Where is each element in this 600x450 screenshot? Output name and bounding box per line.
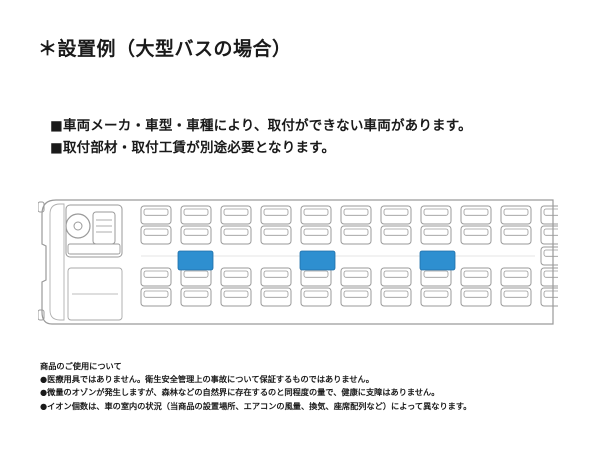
note-installation-cost: ■取付部材・取付工賃が別途必要となります。 — [50, 140, 336, 156]
steering-wheel — [65, 213, 91, 239]
seat — [180, 225, 212, 245]
seat — [420, 225, 452, 245]
usage-note-medical: ●医療用具ではありません。衛生安全管理上の事故について保証するものではありません… — [40, 374, 374, 385]
seat — [340, 225, 372, 245]
seat — [340, 267, 372, 287]
seat — [460, 225, 492, 245]
seat — [180, 205, 212, 225]
seat — [380, 225, 412, 245]
seat — [340, 287, 372, 307]
usage-notes-heading: 商品のご使用について — [40, 361, 122, 371]
seat — [420, 267, 452, 287]
seat — [540, 205, 564, 225]
seat — [500, 225, 532, 245]
seat — [380, 205, 412, 225]
seat — [300, 267, 332, 287]
seat — [340, 205, 372, 225]
seat — [540, 287, 564, 307]
usage-note-ozone: ●微量のオゾンが発生しますが、森林などの自然界に存在するのと同程度の量で、健康に… — [40, 387, 440, 398]
note-vehicle-restriction: ■車両メーカ・車型・車種により、取付ができない車両があります。 — [50, 118, 472, 134]
driver-cabin-box — [65, 204, 123, 258]
driver-area — [65, 204, 123, 258]
usage-notes: 商品のご使用について ●医療用具ではありません。衛生安全管理上の事故について保証… — [40, 360, 471, 413]
bus-layout-svg — [37, 199, 564, 325]
seat — [300, 287, 332, 307]
bus-body-outline — [41, 199, 554, 325]
seat — [140, 225, 172, 245]
driver-seat — [92, 211, 116, 245]
seat — [500, 287, 532, 307]
seat — [460, 287, 492, 307]
seat — [300, 225, 332, 245]
entrance-steps — [67, 267, 123, 321]
seat — [540, 267, 564, 287]
seat — [420, 205, 452, 225]
page-title: ＊設置例（大型バスの場合） — [38, 38, 292, 60]
seat — [260, 287, 292, 307]
bus-layout-diagram — [37, 196, 564, 331]
seat — [380, 287, 412, 307]
seat — [260, 225, 292, 245]
seat — [220, 267, 252, 287]
steering-hub — [73, 221, 83, 231]
seat — [420, 287, 452, 307]
seat — [220, 205, 252, 225]
ion-devices — [177, 250, 456, 271]
seat — [500, 205, 532, 225]
usage-note-ion-count: ●イオン個数は、車の室内の状況（当商品の設置場所、エアコンの風量、換気、座席配列… — [40, 400, 472, 411]
seat — [540, 246, 564, 266]
seat — [540, 225, 564, 245]
ion-device-marker — [419, 250, 456, 271]
seat — [140, 287, 172, 307]
seat — [380, 267, 412, 287]
seat — [300, 205, 332, 225]
seat — [460, 205, 492, 225]
front-mirror-top — [37, 201, 45, 213]
bus-front-inner-outline — [49, 203, 65, 321]
seat — [220, 287, 252, 307]
seat — [260, 267, 292, 287]
seat — [180, 267, 212, 287]
seat — [220, 225, 252, 245]
front-mirror-bottom — [37, 309, 45, 321]
ion-device-marker — [177, 250, 214, 271]
ion-device-marker — [299, 250, 336, 271]
dashboard-panel — [67, 243, 121, 255]
seat — [460, 267, 492, 287]
seat — [260, 205, 292, 225]
seat — [180, 287, 212, 307]
seat — [140, 267, 172, 287]
seat — [500, 267, 532, 287]
seat — [140, 205, 172, 225]
